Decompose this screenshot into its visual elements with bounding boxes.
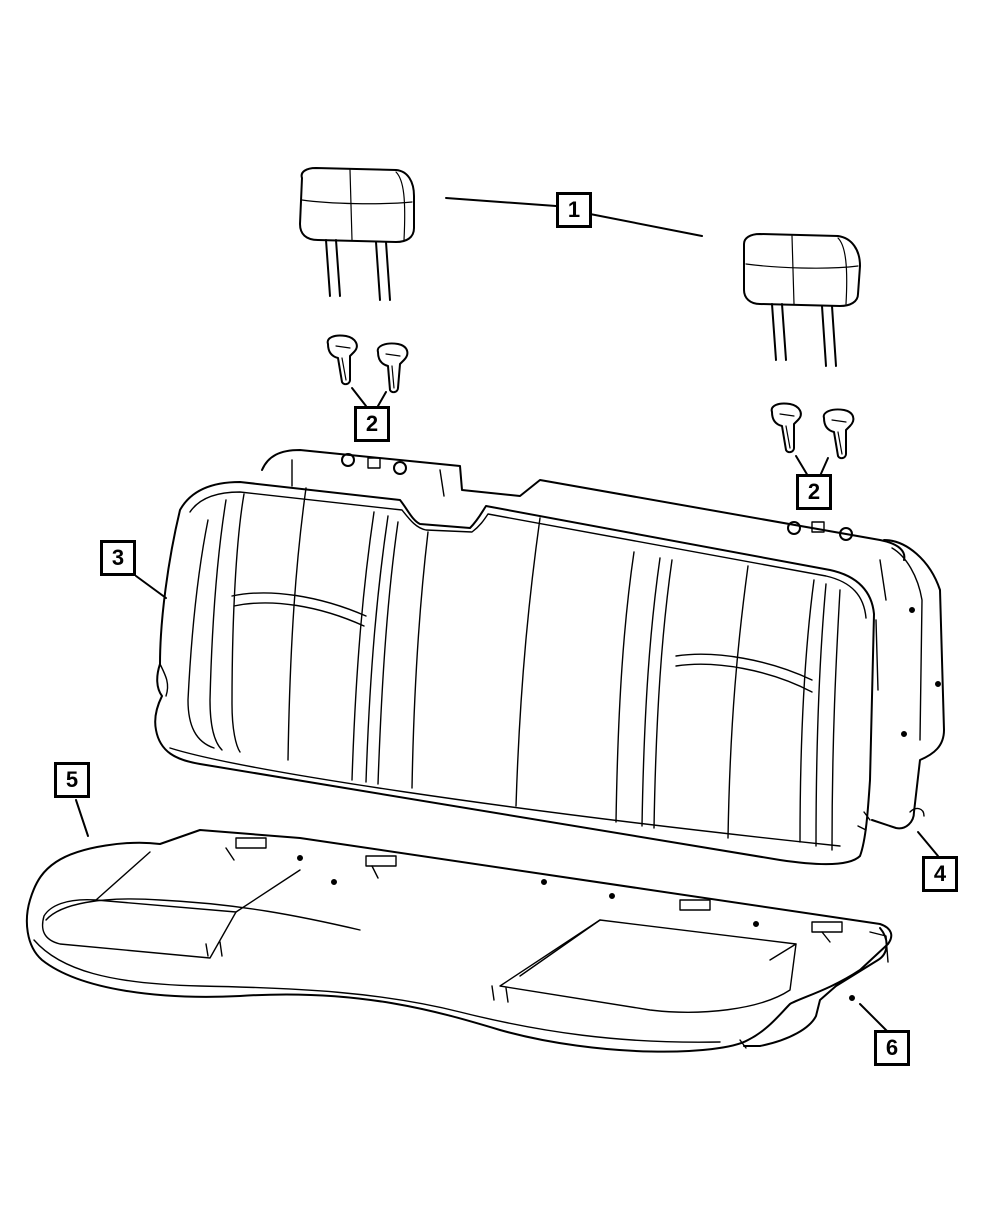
leader-1-left xyxy=(445,197,557,207)
leader-1-right xyxy=(589,213,703,237)
callout-2-left-label: 2 xyxy=(365,411,379,436)
leader-lines xyxy=(75,197,939,1033)
callout-2-left: 2 xyxy=(354,406,390,442)
headrest-guides-right xyxy=(770,402,855,460)
headrest-left xyxy=(299,167,415,301)
leader-4 xyxy=(917,831,939,857)
callout-4: 4 xyxy=(922,856,958,892)
seat-back xyxy=(154,449,906,866)
seat-cushion-side xyxy=(739,927,889,1049)
headrest-guides-left xyxy=(326,334,409,394)
callout-2-right-label: 2 xyxy=(807,479,821,504)
callout-1-label: 1 xyxy=(567,197,581,222)
callout-3-label: 3 xyxy=(111,545,125,570)
callout-4-label: 4 xyxy=(933,861,947,886)
leader-6 xyxy=(859,1003,889,1033)
callout-6: 6 xyxy=(874,1030,910,1066)
leader-2b-right xyxy=(819,457,829,477)
leader-3 xyxy=(135,575,167,599)
seat-back-side-trim xyxy=(857,539,945,831)
callout-5: 5 xyxy=(54,762,90,798)
leader-2a-left xyxy=(351,387,367,407)
callout-2-right: 2 xyxy=(796,474,832,510)
headrest-right xyxy=(743,233,861,367)
leader-2a-right xyxy=(377,391,387,407)
seat-cushion xyxy=(25,829,893,1053)
leader-5 xyxy=(75,799,89,837)
callout-6-label: 6 xyxy=(885,1035,899,1060)
callout-1: 1 xyxy=(556,192,592,228)
callout-5-label: 5 xyxy=(65,767,79,792)
leader-2b-left xyxy=(795,455,809,477)
callout-3: 3 xyxy=(100,540,136,576)
